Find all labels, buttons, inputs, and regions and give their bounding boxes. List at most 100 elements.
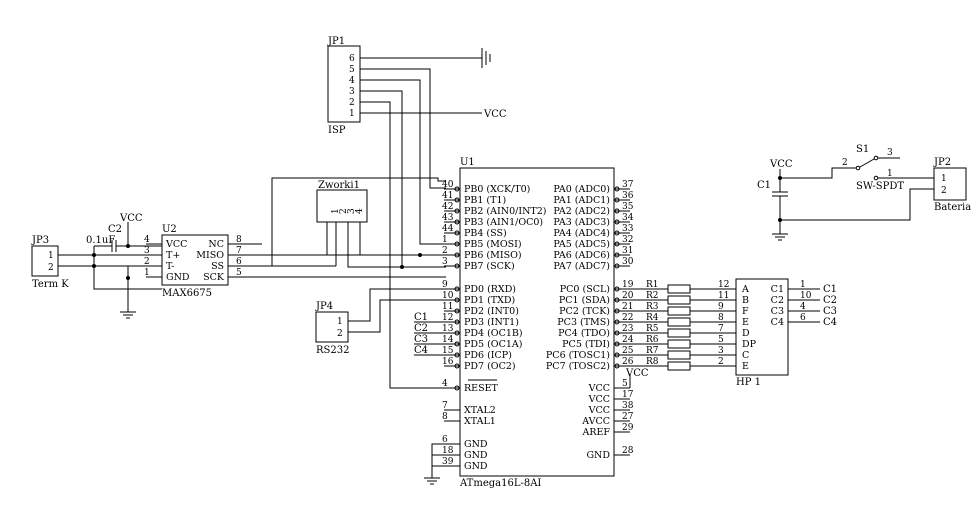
pin-number: 7 bbox=[442, 401, 448, 411]
u2-ref: U2 bbox=[162, 224, 177, 235]
pin-name: VCC bbox=[165, 239, 187, 250]
pin-name: PD2 (INT0) bbox=[464, 306, 519, 317]
pin-name: C3 bbox=[771, 306, 784, 317]
net-label: C1 bbox=[823, 284, 837, 295]
zworki-jumper: Zworki1 1 2 3 4 bbox=[228, 180, 402, 268]
pin-number: 22 bbox=[622, 313, 633, 323]
pin-number: 8 bbox=[236, 235, 242, 245]
jp4-pin: 1 bbox=[337, 317, 343, 327]
u2-chip: U2 MAX6675 bbox=[161, 224, 229, 299]
pin-name: XTAL1 bbox=[464, 416, 496, 427]
resistor-ref: R5 bbox=[646, 324, 659, 334]
jp1-pin: 6 bbox=[349, 54, 355, 64]
u1-value: ATmega16L-8AI bbox=[459, 478, 541, 489]
pin-number: 39 bbox=[442, 457, 454, 467]
pin-name: GND bbox=[586, 450, 610, 461]
jp1-value: ISP bbox=[328, 125, 346, 136]
pin-name: SCK bbox=[203, 272, 225, 283]
u2-body bbox=[161, 234, 229, 286]
pin-number: 8 bbox=[718, 313, 724, 323]
resistor: R7 bbox=[630, 346, 736, 360]
zworki-pin: 2 bbox=[339, 208, 349, 214]
pin-number: 43 bbox=[442, 213, 454, 223]
pin-name: PC1 (SDA) bbox=[559, 295, 610, 306]
pin-name: PD6 (ICP) bbox=[464, 350, 512, 361]
pin-name: E bbox=[742, 361, 749, 372]
pin-number: 5 bbox=[236, 268, 242, 278]
zworki-pin: 4 bbox=[355, 208, 365, 214]
pin-number: 36 bbox=[622, 191, 634, 201]
chip-pin: 22 PC3 (TMS) bbox=[557, 313, 633, 328]
vcc-label: VCC bbox=[769, 159, 793, 170]
pin-number: 12 bbox=[442, 313, 453, 323]
s1-value: SW-SPDT bbox=[856, 181, 904, 192]
pin-number: 24 bbox=[622, 335, 634, 345]
pin-number: 31 bbox=[622, 246, 633, 256]
pin-name: PB2 (AIN0/INT2) bbox=[464, 206, 546, 217]
pin-name: PA7 (ADC7) bbox=[553, 261, 610, 272]
pin-name: PC0 (SCL) bbox=[560, 284, 610, 295]
pin-name: RESET bbox=[464, 383, 499, 394]
s1-ref: S1 bbox=[856, 144, 869, 155]
pin-name: GND bbox=[464, 450, 488, 461]
jp1-header: JP1 ISP 6 5 4 3 2 1 bbox=[327, 36, 361, 136]
pin-name: VCC bbox=[588, 383, 610, 394]
pin-number: 25 bbox=[622, 346, 634, 356]
pin-name: C4 bbox=[771, 317, 784, 328]
pin-number: 6 bbox=[442, 435, 448, 445]
pin-name: SS bbox=[211, 261, 224, 272]
hp1-display: HP 1 bbox=[735, 278, 789, 388]
pin-number: 27 bbox=[622, 412, 634, 422]
pin-name: C1 bbox=[771, 284, 784, 295]
jp4-ref: JP4 bbox=[315, 301, 333, 312]
resistor-ref: R8 bbox=[646, 357, 659, 367]
pin-number: 21 bbox=[622, 302, 633, 312]
pin-number: 20 bbox=[622, 291, 634, 301]
resistor: R1 bbox=[630, 280, 736, 294]
vcc-label: VCC bbox=[119, 213, 143, 224]
c2-value: 0.1uF bbox=[86, 235, 115, 246]
resistor: R4 bbox=[630, 313, 736, 327]
pin-number: 1 bbox=[144, 268, 150, 278]
net-label: C4 bbox=[823, 317, 837, 328]
pin-name: E bbox=[742, 317, 749, 328]
resistor-ref: R6 bbox=[646, 335, 659, 345]
pin-number: 9 bbox=[442, 280, 448, 290]
pin-name: T+ bbox=[166, 250, 180, 261]
isp-wires: VCC bbox=[360, 48, 507, 389]
pin-number: 2 bbox=[442, 246, 448, 256]
jp1-pin: 4 bbox=[349, 76, 355, 86]
jp2-connector: JP2 1 2 Bateria bbox=[933, 157, 971, 213]
pin-name: PC3 (TMS) bbox=[557, 317, 610, 328]
jp2-pin: 1 bbox=[941, 174, 947, 184]
pin-name: VCC bbox=[588, 394, 610, 405]
pin-number: 26 bbox=[622, 357, 634, 367]
